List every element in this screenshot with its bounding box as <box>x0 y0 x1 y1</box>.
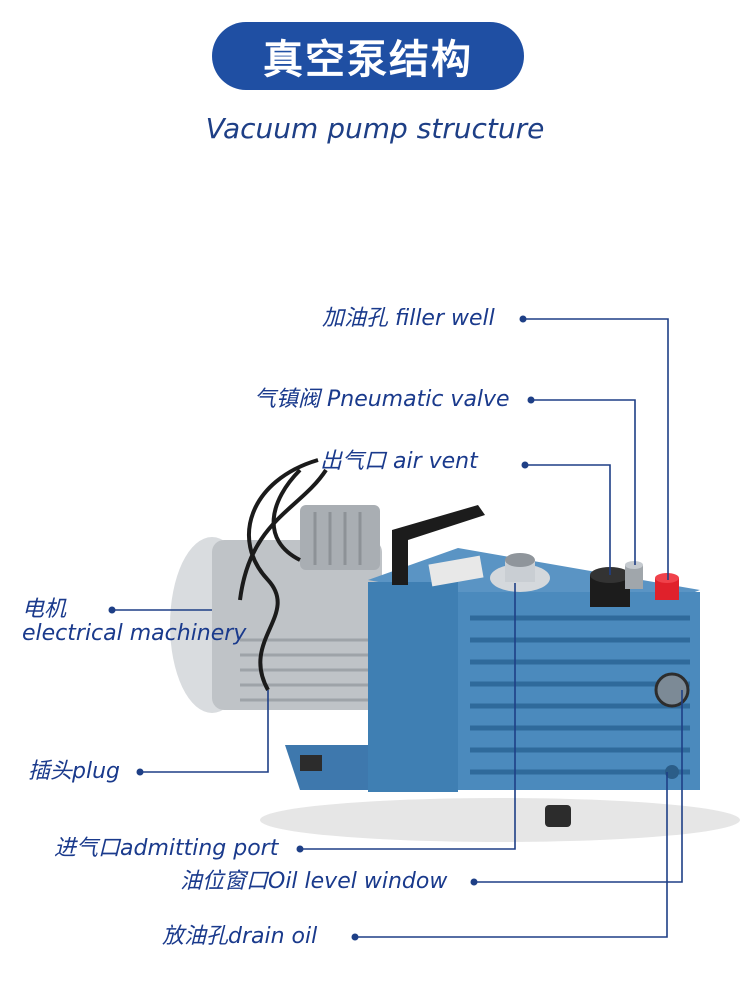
power-cable <box>238 458 328 691</box>
label-oil-level-window: 油位窗口Oil level window <box>180 869 448 894</box>
title-banner: 真空泵结构 <box>212 22 524 90</box>
pump-front-face <box>368 582 458 792</box>
leader-admitting-port <box>300 583 516 850</box>
title-cn: 真空泵结构 <box>263 37 473 83</box>
label-motor-cn: 电机 <box>22 597 67 622</box>
label-filler-well: 加油孔 filler well <box>322 306 495 331</box>
leader-lines <box>112 318 683 938</box>
carry-handle <box>392 505 485 585</box>
motor-body <box>212 540 382 710</box>
label-air-vent: 出气口 air vent <box>320 449 478 474</box>
label-motor-en: electrical machinery <box>22 621 247 646</box>
nameplate <box>428 555 484 587</box>
oil-level-window <box>654 672 690 708</box>
subtitle-en: Vacuum pump structure <box>205 112 545 145</box>
drain-plug <box>665 765 679 779</box>
gas-ballast-valve <box>625 561 643 589</box>
motor-junction-box <box>300 505 380 570</box>
motor <box>170 505 382 713</box>
leader-oil-window <box>474 690 683 883</box>
leader-drain-oil <box>355 772 668 938</box>
label-pneumatic-valve: 气镇阀 Pneumatic valve <box>254 387 510 412</box>
inlet-port <box>490 553 550 592</box>
pump-body <box>368 505 700 792</box>
leader-dots <box>108 315 535 941</box>
base-foot-right <box>545 805 571 827</box>
junction-box-grooves <box>313 512 362 565</box>
pump-fins <box>470 615 690 775</box>
leader-plug <box>140 690 269 773</box>
label-admitting-port: 进气口admitting port <box>54 836 279 861</box>
leader-pneumatic-valve <box>531 399 636 565</box>
base-foot-left <box>300 755 322 771</box>
filler-cap <box>655 573 679 600</box>
leader-filler-well <box>523 318 669 580</box>
label-drain-oil: 放油孔drain oil <box>162 924 318 949</box>
floor-shadow <box>260 798 740 842</box>
leader-air-vent <box>525 464 611 575</box>
label-plug: 插头plug <box>28 759 120 784</box>
